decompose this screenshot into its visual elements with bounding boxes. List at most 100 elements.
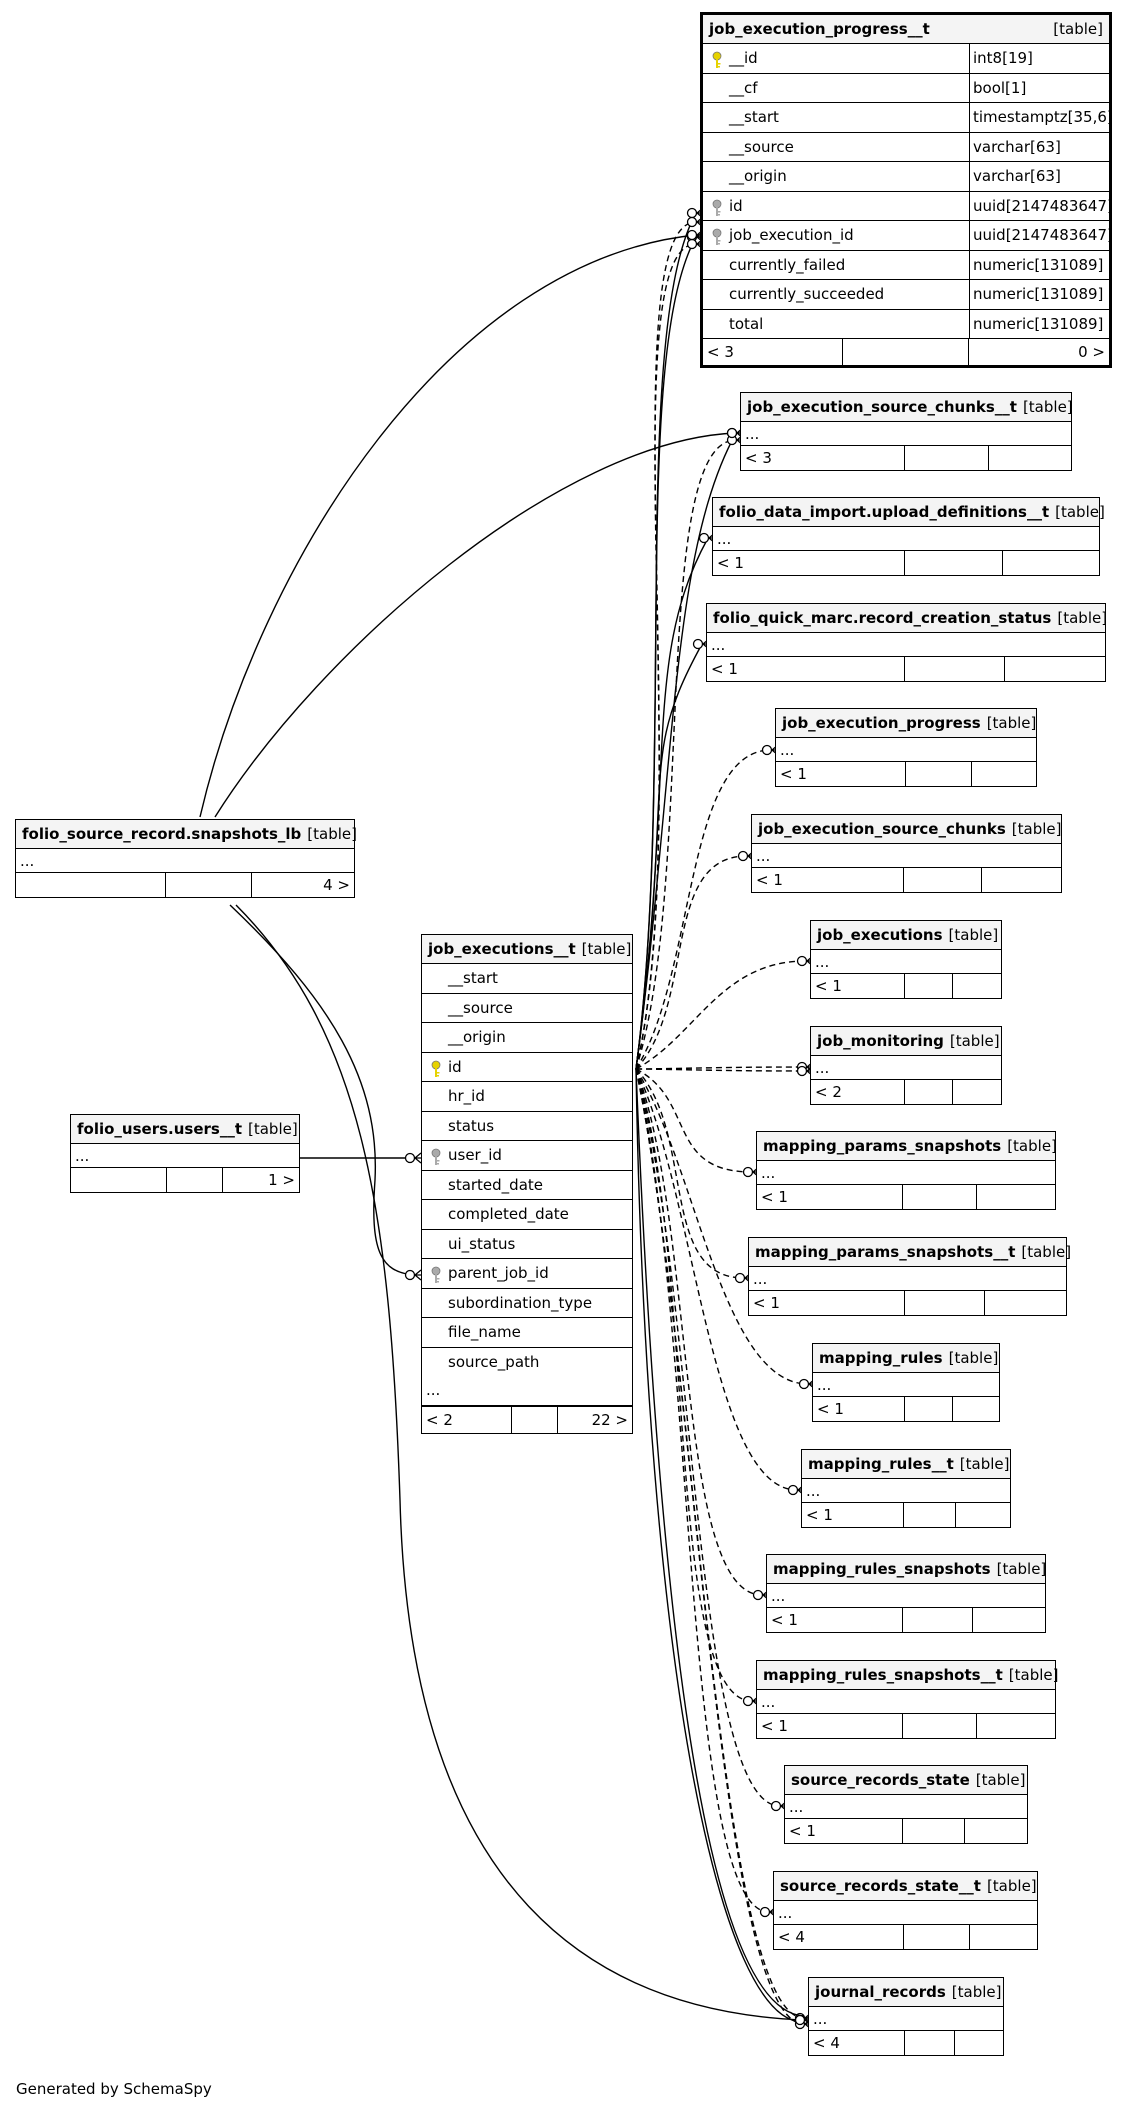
table-job-execution-source-chunks-t[interactable]: job_execution_source_chunks__t[table]...… xyxy=(740,392,1073,471)
footer-middle xyxy=(904,1503,956,1527)
zero-cardinality-marker xyxy=(787,1484,799,1496)
table-footer: < 1 xyxy=(749,1291,1066,1315)
table-column-row[interactable]: __origin xyxy=(422,1023,632,1053)
footer-middle xyxy=(905,1291,985,1315)
footer-children: 0 > xyxy=(1078,343,1105,361)
table-job-execution-progress[interactable]: job_execution_progress[table]...< 1 xyxy=(775,708,1037,787)
table-mapping-rules-snapshots[interactable]: mapping_rules_snapshots[table]...< 1 xyxy=(766,1554,1046,1633)
table-column-row[interactable]: subordination_type xyxy=(422,1289,632,1318)
relationship-edge-dashed xyxy=(635,960,807,1070)
zero-cardinality-marker xyxy=(698,532,710,544)
table-mapping-rules-t[interactable]: mapping_rules__t[table]...< 1 xyxy=(801,1449,1011,1528)
footer-parents: < 1 xyxy=(752,868,904,892)
footer-parents: < 2 xyxy=(811,1080,905,1104)
column-name: total xyxy=(703,315,969,333)
column-name: id xyxy=(422,1057,462,1077)
footer-parents: < 4 xyxy=(774,1925,904,1949)
footer-children: 4 > xyxy=(323,876,350,894)
table-kind: [table] xyxy=(1011,820,1062,838)
zero-cardinality-marker xyxy=(759,1906,771,1918)
column-name: completed_date xyxy=(422,1205,569,1223)
relationship-edge xyxy=(229,904,415,1276)
footer-children: 22 > xyxy=(591,1410,628,1429)
column-name: __start xyxy=(422,969,498,987)
table-header: job_execution_source_chunks[table] xyxy=(752,815,1061,844)
column-name: ui_status xyxy=(422,1235,515,1253)
footer-parents: < 1 xyxy=(811,974,905,998)
table-column-row[interactable]: hr_id xyxy=(422,1082,632,1112)
table-mapping-rules-snapshots-t[interactable]: mapping_rules_snapshots__t[table]...< 1 xyxy=(756,1660,1058,1739)
column-name-text: source_path xyxy=(448,1352,540,1371)
table-folio-source-record-snapshots-lb[interactable]: folio_source_record.snapshots_lb[table].… xyxy=(15,819,357,898)
table-ellipsis-row: ... xyxy=(811,1056,1001,1080)
footer-middle xyxy=(903,1608,973,1632)
table-mapping-params-snapshots[interactable]: mapping_params_snapshots[table]...< 1 xyxy=(756,1131,1057,1210)
column-name: __start xyxy=(703,108,969,126)
table-ellipsis-row: ... xyxy=(16,849,354,873)
table-mapping-rules[interactable]: mapping_rules[table]...< 1 xyxy=(812,1343,1000,1422)
table-kind: [table] xyxy=(1007,1137,1057,1155)
table-column-row[interactable]: __source xyxy=(422,994,632,1023)
footer-middle xyxy=(904,868,982,892)
table-column-row[interactable]: status xyxy=(422,1112,632,1141)
table-folio-users-users-t[interactable]: folio_users.users__t[table]...1 > xyxy=(70,1114,300,1193)
table-job-executions-t[interactable]: job_executions__t [table] __start__sourc… xyxy=(421,934,633,1434)
table-ellipsis-row: ... xyxy=(774,1901,1037,1925)
table-kind: [table] xyxy=(996,1560,1047,1578)
zero-cardinality-marker xyxy=(761,744,773,756)
relationship-edge xyxy=(635,432,737,1070)
table-job-monitoring[interactable]: job_monitoring[table]...< 2 xyxy=(810,1026,1002,1105)
column-name-text: user_id xyxy=(448,1146,502,1165)
table-mapping-params-snapshots-t[interactable]: mapping_params_snapshots__t[table]...< 1 xyxy=(748,1237,1071,1316)
column-name-text: status xyxy=(448,1116,495,1135)
footer-parents: < 1 xyxy=(767,1608,903,1632)
table-source-records-state-t[interactable]: source_records_state__t[table]...< 4 xyxy=(773,1871,1038,1950)
table-ellipsis-row: ... xyxy=(741,422,1071,446)
column-name: __origin xyxy=(422,1028,506,1046)
table-kind: [table] xyxy=(949,1032,1000,1050)
table-header: job_monitoring[table] xyxy=(811,1027,1001,1056)
table-ellipsis-row: ... xyxy=(767,1584,1045,1608)
table-source-records-state[interactable]: source_records_state[table]...< 1 xyxy=(784,1765,1028,1844)
table-job-executions[interactable]: job_executions[table]...< 1 xyxy=(810,920,1002,999)
column-name-text: currently_failed xyxy=(729,255,846,274)
footer-parents: < 1 xyxy=(757,1185,903,1209)
column-type: numeric[131089] xyxy=(969,280,1109,309)
table-column-row[interactable]: source_path xyxy=(422,1348,632,1377)
footer-parents xyxy=(71,1168,167,1192)
relationship-edge-dashed xyxy=(635,1068,807,1072)
table-column-row[interactable]: completed_date xyxy=(422,1200,632,1230)
footer-children xyxy=(973,1608,1045,1632)
table-ellipsis-row: ... xyxy=(713,527,1099,551)
table-column-row[interactable]: id xyxy=(422,1053,632,1082)
relationship-edge-dashed xyxy=(635,1066,807,1070)
table-column-row[interactable]: ui_status xyxy=(422,1230,632,1259)
table-column-row[interactable]: user_id xyxy=(422,1141,632,1171)
table-column-row[interactable]: __start xyxy=(422,964,632,994)
table-folio-quick-marc-record-creation-status[interactable]: folio_quick_marc.record_creation_status[… xyxy=(706,603,1107,682)
table-footer: < 1 xyxy=(757,1185,1055,1209)
column-name-text: __start xyxy=(448,969,498,988)
table-column-row[interactable]: parent_job_id xyxy=(422,1259,632,1289)
table-journal-records[interactable]: journal_records[table]...< 4 xyxy=(808,1977,1004,2056)
table-footer: < 2 xyxy=(811,1080,1001,1104)
table-header: job_executions[table] xyxy=(811,921,1001,950)
table-job-execution-source-chunks[interactable]: job_execution_source_chunks[table]...< 1 xyxy=(751,814,1062,893)
column-name-text: id xyxy=(448,1057,462,1076)
table-column-row[interactable]: started_date xyxy=(422,1171,632,1200)
column-name: file_name xyxy=(422,1323,521,1341)
table-column-row[interactable]: file_name xyxy=(422,1318,632,1348)
footer-middle xyxy=(905,446,989,470)
table-folio-data-import-upload-definitions-t[interactable]: folio_data_import.upload_definitions__t[… xyxy=(712,497,1105,576)
